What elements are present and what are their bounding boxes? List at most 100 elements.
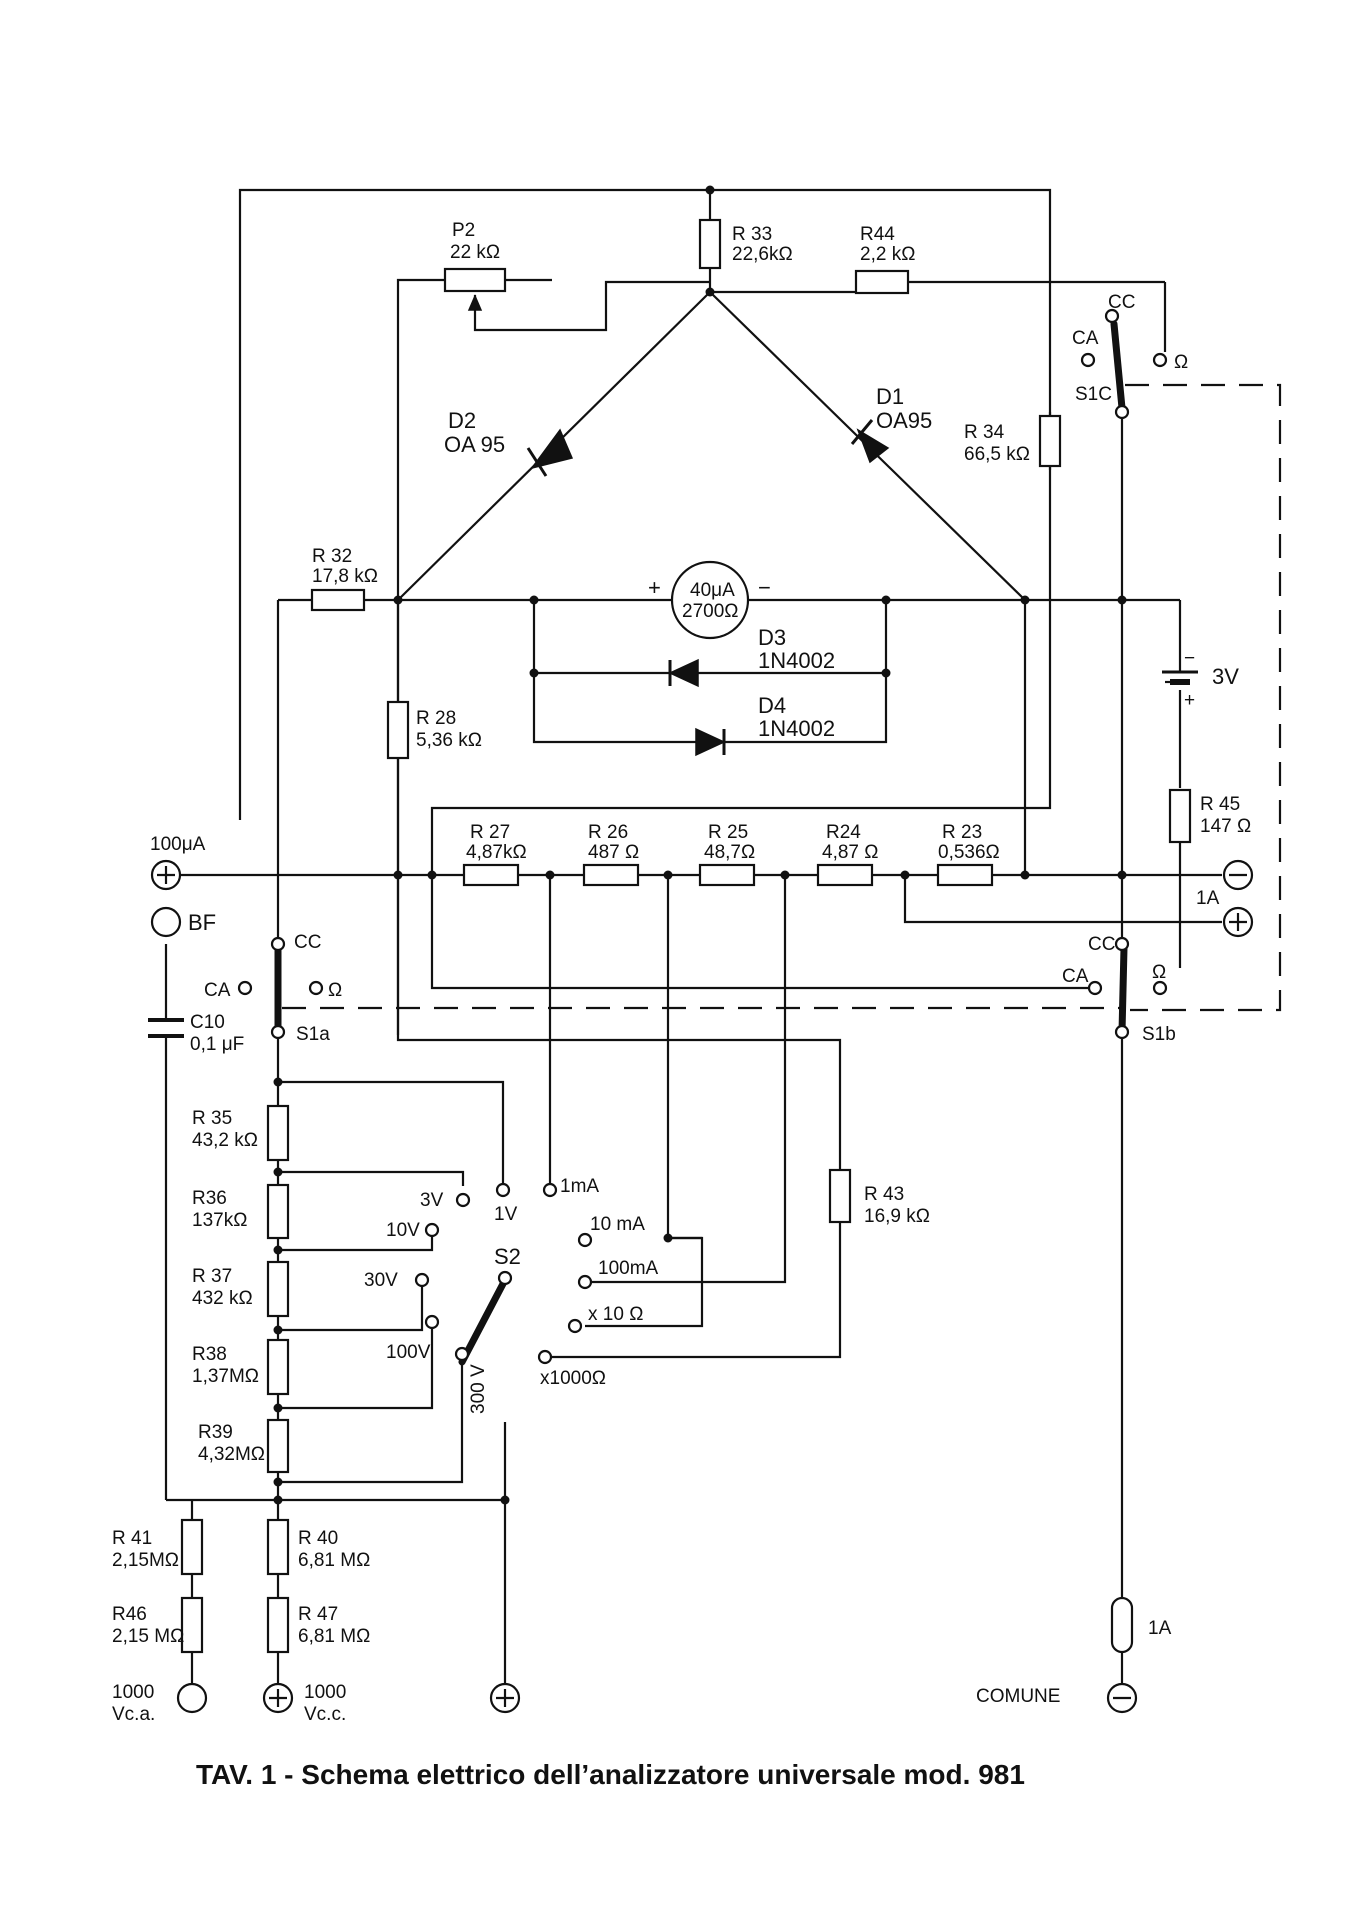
label-batt-plus: + xyxy=(1184,690,1195,711)
jack-bf xyxy=(150,906,182,938)
label-s1c-cc: CC xyxy=(1108,292,1135,313)
label-1a-right: 1A xyxy=(1196,888,1220,909)
label-r24-name: R24 xyxy=(826,822,861,843)
label-d3-val: 1N4002 xyxy=(758,648,835,673)
label-s2-x1000: x1000Ω xyxy=(540,1368,606,1389)
diode-d1 xyxy=(856,428,890,464)
label-s1b-ohm: Ω xyxy=(1152,962,1166,983)
label-p2-name: P2 xyxy=(452,220,475,241)
label-r33-name: R 33 xyxy=(732,224,772,245)
resistor-r39 xyxy=(266,1418,290,1474)
battery-3v xyxy=(1162,670,1198,685)
label-r47-name: R 47 xyxy=(298,1604,338,1625)
label-r26-name: R 26 xyxy=(588,822,628,843)
label-r41-name: R 41 xyxy=(112,1528,152,1549)
label-s1c-name: S1C xyxy=(1075,384,1112,405)
label-s1a-name: S1a xyxy=(296,1024,330,1045)
label-r45-val: 147 Ω xyxy=(1200,816,1251,837)
label-r23-val: 0,536Ω xyxy=(938,842,1000,863)
label-r45-name: R 45 xyxy=(1200,794,1240,815)
label-meter-val1: 40μA xyxy=(690,580,735,601)
diode-d3 xyxy=(668,658,699,688)
label-s2-name: S2 xyxy=(494,1244,521,1269)
label-1000-vca-num: 1000 xyxy=(112,1682,154,1703)
label-r38-name: R38 xyxy=(192,1344,227,1365)
label-s2-10ma: 10 mA xyxy=(590,1214,645,1235)
label-r34-name: R 34 xyxy=(964,422,1005,443)
diode-d2 xyxy=(530,428,574,470)
label-d3-name: D3 xyxy=(758,625,786,650)
label-s1b-ca: CA xyxy=(1062,966,1089,987)
resistor-r38 xyxy=(266,1338,290,1396)
resistor-r41 xyxy=(180,1518,204,1576)
label-r46-name: R46 xyxy=(112,1604,147,1625)
label-c10-val: 0,1 μF xyxy=(190,1034,244,1055)
label-d4-val: 1N4002 xyxy=(758,716,835,741)
label-r35-val: 43,2 kΩ xyxy=(192,1130,258,1151)
label-r33-val: 22,6kΩ xyxy=(732,244,793,265)
figure-caption: TAV. 1 - Schema elettrico dell’analizzat… xyxy=(196,1759,1025,1790)
resistor-r44 xyxy=(854,269,910,295)
label-batt-val: 3V xyxy=(1212,664,1239,689)
label-r32-val: 17,8 kΩ xyxy=(312,566,378,587)
label-s1a-cc: CC xyxy=(294,932,321,953)
resistor-r32 xyxy=(310,588,366,612)
label-d2-name: D2 xyxy=(448,408,476,433)
label-r27-val: 4,87kΩ xyxy=(466,842,527,863)
label-r23-name: R 23 xyxy=(942,822,982,843)
label-d2-val: OA 95 xyxy=(444,432,505,457)
resistor-r45 xyxy=(1168,788,1192,844)
label-bf: BF xyxy=(188,910,216,935)
wires xyxy=(164,188,1222,1685)
label-s2-100v: 100V xyxy=(386,1342,431,1363)
label-r41-val: 2,15MΩ xyxy=(112,1550,179,1571)
label-r39-name: R39 xyxy=(198,1422,233,1443)
capacitor-c10 xyxy=(148,1018,184,1038)
label-c10-name: C10 xyxy=(190,1012,225,1033)
resistors xyxy=(180,218,1192,1654)
label-d1-name: D1 xyxy=(876,384,904,409)
label-r40-name: R 40 xyxy=(298,1528,338,1549)
resistor-r25 xyxy=(698,863,756,887)
label-s1a-ca: CA xyxy=(204,980,231,1001)
label-s1b-name: S1b xyxy=(1142,1024,1176,1045)
label-r25-name: R 25 xyxy=(708,822,748,843)
jack-1000vca xyxy=(176,1682,208,1714)
label-r36-val: 137kΩ xyxy=(192,1210,247,1231)
label-r37-name: R 37 xyxy=(192,1266,232,1287)
resistor-r27 xyxy=(462,863,520,887)
label-meter-minus: − xyxy=(758,575,771,600)
label-r44-val: 2,2 kΩ xyxy=(860,244,915,265)
label-r43-val: 16,9 kΩ xyxy=(864,1206,930,1227)
labels: P2 22 kΩ R 33 22,6kΩ R44 2,2 kΩ CC CA Ω … xyxy=(112,220,1251,1790)
switch-s2-blade xyxy=(458,1276,509,1366)
label-r38-val: 1,37MΩ xyxy=(192,1366,259,1387)
label-s2-x10: x 10 Ω xyxy=(588,1304,643,1325)
label-s2-1v: 1V xyxy=(494,1204,518,1225)
junction-dots xyxy=(273,185,1127,1505)
label-1000-vcc-num: 1000 xyxy=(304,1682,346,1703)
label-fuse: 1A xyxy=(1148,1618,1172,1639)
meter-40ua xyxy=(670,560,750,640)
label-100ua: 100μA xyxy=(150,834,206,855)
label-r47-val: 6,81 MΩ xyxy=(298,1626,370,1647)
switch-s1b-blade xyxy=(1118,944,1128,1036)
label-s2-300v: 300 V xyxy=(468,1364,489,1414)
label-r40-val: 6,81 MΩ xyxy=(298,1550,370,1571)
label-s2-30v: 30V xyxy=(364,1270,398,1291)
diode-d4 xyxy=(695,727,726,757)
label-meter-val2: 2700Ω xyxy=(682,601,738,622)
resistor-r24 xyxy=(816,863,874,887)
label-r24-val: 4,87 Ω xyxy=(822,842,878,863)
resistor-r23 xyxy=(936,863,994,887)
label-r39-val: 4,32MΩ xyxy=(198,1444,265,1465)
label-batt-minus: − xyxy=(1184,648,1195,669)
p2-wiper-arrow xyxy=(467,294,483,311)
switch-s1c-blade xyxy=(1110,320,1126,412)
label-s1c-ohm: Ω xyxy=(1174,352,1188,373)
resistor-r33 xyxy=(698,218,722,270)
resistor-r28 xyxy=(386,700,410,760)
fuse-1a xyxy=(1110,1596,1134,1654)
resistor-r37 xyxy=(266,1260,290,1318)
